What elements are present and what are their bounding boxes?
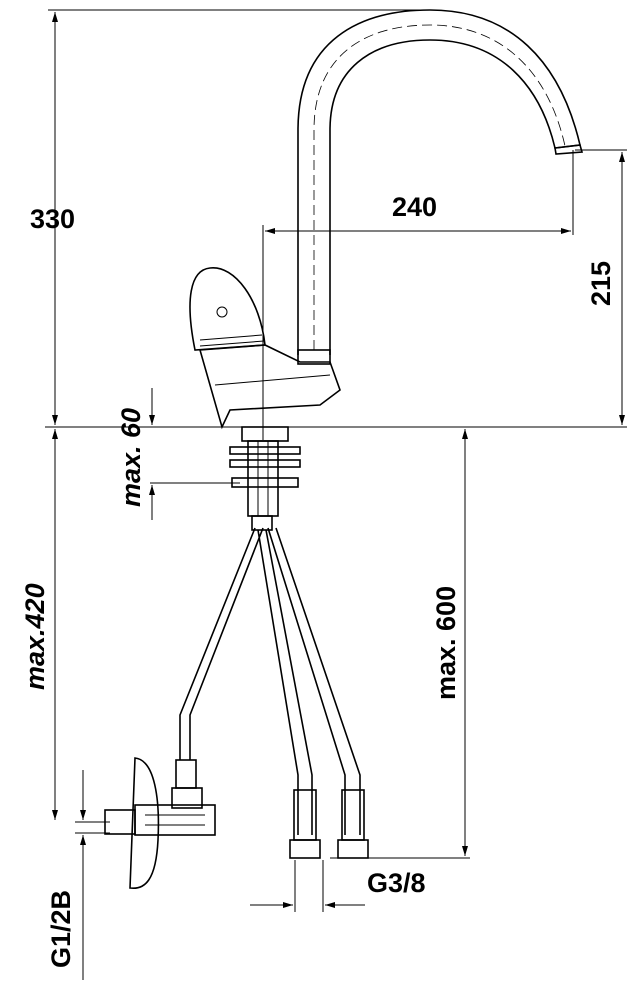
- dim-spout-height-label: 215: [586, 261, 616, 306]
- dim-valve-thread-label: G1/2B: [46, 890, 76, 968]
- dimension-lines: [52, 12, 625, 980]
- faucet-body: [198, 344, 341, 430]
- hoses: [175, 527, 369, 859]
- dim-hose-right-label: max. 600: [431, 586, 461, 700]
- mounting-assembly: [229, 426, 301, 531]
- dim-hose-left-label: max.420: [20, 583, 50, 690]
- faucet-lever-handle: [189, 267, 266, 351]
- dim-hose-thread-label: G3/8: [367, 868, 426, 898]
- angle-valve: [104, 757, 216, 889]
- dim-spout-reach-label: 240: [392, 192, 437, 222]
- dim-total-height-label: 330: [30, 204, 75, 234]
- dim-deck-thickness-label: max. 60: [116, 408, 146, 507]
- faucet-spout: [297, 9, 584, 365]
